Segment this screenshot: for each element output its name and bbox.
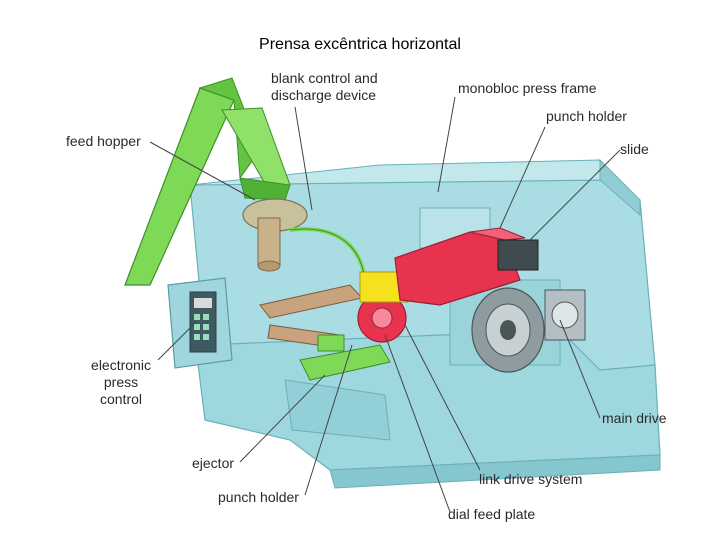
link-drive-rods [259, 284, 391, 381]
label-slide: slide [620, 141, 649, 157]
label-blank-control-line2: discharge device [271, 87, 377, 103]
label-epc-line1: electronic [91, 357, 151, 373]
label-monobloc-press-frame: monobloc press frame [458, 80, 597, 96]
control-panel [167, 277, 233, 369]
label-punch-holder-bottom: punch holder [218, 489, 299, 505]
feed-hopper [124, 77, 291, 286]
diagram-title: Prensa excêntrica horizontal [259, 36, 461, 53]
leader-lines [149, 96, 621, 513]
label-dial-feed-plate: dial feed plate [448, 506, 536, 522]
label-link-drive-system: link drive system [479, 471, 583, 487]
label-punch-holder-top: punch holder [546, 108, 627, 124]
label-epc-line2: press [103, 374, 139, 390]
main-drive-wheel [471, 287, 586, 373]
label-electronic-press-control: electronic press control [88, 357, 154, 408]
label-blank-control: blank control and discharge device [271, 70, 378, 104]
label-blank-control-line1: blank control and [271, 70, 378, 86]
blank-control-device [242, 198, 367, 281]
label-feed-hopper: feed hopper [66, 133, 141, 149]
label-ejector: ejector [192, 455, 235, 471]
label-main-drive: main drive [602, 410, 667, 426]
label-epc-line3: control [99, 391, 143, 407]
slide [394, 227, 539, 306]
